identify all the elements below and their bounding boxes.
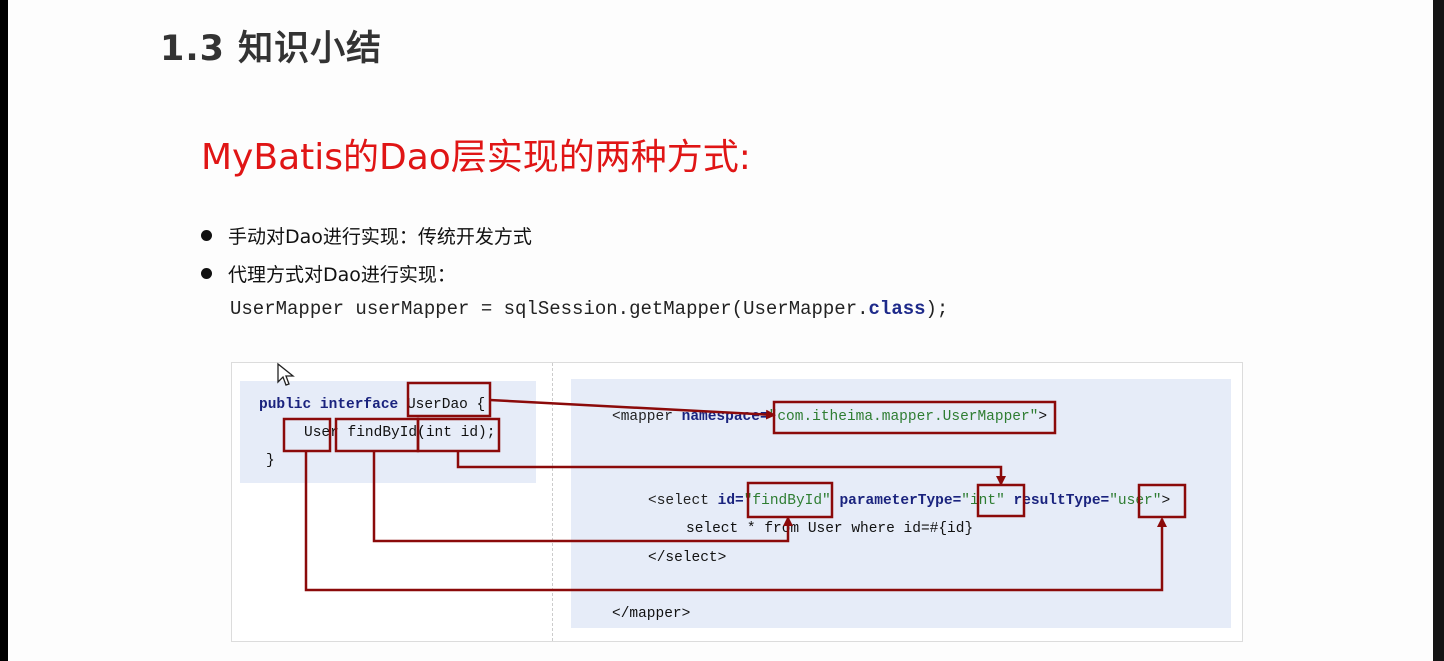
code-keyword: class xyxy=(868,298,926,320)
mapping-diagram: public interface UserDao { User findById… xyxy=(231,362,1243,642)
bullet-item: 代理方式对Dao进行实现： xyxy=(201,260,456,287)
interface-close-brace: } xyxy=(266,453,275,469)
interface-name: UserDao xyxy=(406,397,468,413)
result-type-attr: resultType= xyxy=(1013,493,1110,509)
result-type-value: "user" xyxy=(1109,493,1162,509)
method-name: findById xyxy=(347,425,418,441)
select-tag-end: > xyxy=(1161,493,1171,509)
mapper-close-tag: </mapper> xyxy=(612,606,691,622)
interface-open-brace: { xyxy=(467,397,486,413)
select-id-value: "findById" xyxy=(743,493,831,509)
interface-keyword: public interface xyxy=(259,397,399,413)
window-edge xyxy=(1433,0,1444,661)
mouse-cursor-icon xyxy=(277,362,295,386)
namespace-attr: namespace= xyxy=(681,409,769,425)
page-title: 1.3 知识小结 xyxy=(160,29,383,69)
method-return-type: User xyxy=(304,425,339,441)
bullet-text: 手动对Dao进行实现：传统开发方式 xyxy=(228,226,532,248)
parameter-type-attr: parameterType= xyxy=(839,493,962,509)
select-close-tag: </select> xyxy=(648,550,727,566)
mapper-tag-end: > xyxy=(1038,409,1048,425)
namespace-value: "com.itheima.mapper.UserMapper" xyxy=(768,409,1039,425)
method-params: (int id); xyxy=(417,425,496,441)
sql-statement: select * from User where id=#{id} xyxy=(686,521,974,537)
panel-divider xyxy=(552,363,553,641)
mapper-open-line: <mapper namespace="com.itheima.mapper.Us… xyxy=(612,409,1047,425)
slide-subtitle: MyBatis的Dao层实现的两种方式: xyxy=(201,137,751,178)
mapper-tag: <mapper xyxy=(612,409,673,425)
interface-line: public interface UserDao { xyxy=(259,397,485,413)
bullet-item: 手动对Dao进行实现：传统开发方式 xyxy=(201,222,532,249)
bullet-dot xyxy=(201,268,212,279)
code-suffix: ); xyxy=(925,298,949,320)
bullet-text: 代理方式对Dao进行实现： xyxy=(228,264,456,286)
select-tag: <select xyxy=(648,493,709,509)
code-snippet: UserMapper userMapper = sqlSession.getMa… xyxy=(230,298,948,320)
parameter-type-value: "int" xyxy=(961,493,1005,509)
slide: 1.3 知识小结 MyBatis的Dao层实现的两种方式: 手动对Dao进行实现… xyxy=(8,0,1433,661)
method-line: User findById(int id); xyxy=(304,425,495,441)
select-id-attr: id= xyxy=(717,493,744,509)
bullet-dot xyxy=(201,230,212,241)
select-open-line: <select id="findById" parameterType="int… xyxy=(648,493,1170,509)
code-prefix: UserMapper userMapper = sqlSession.getMa… xyxy=(230,298,869,320)
